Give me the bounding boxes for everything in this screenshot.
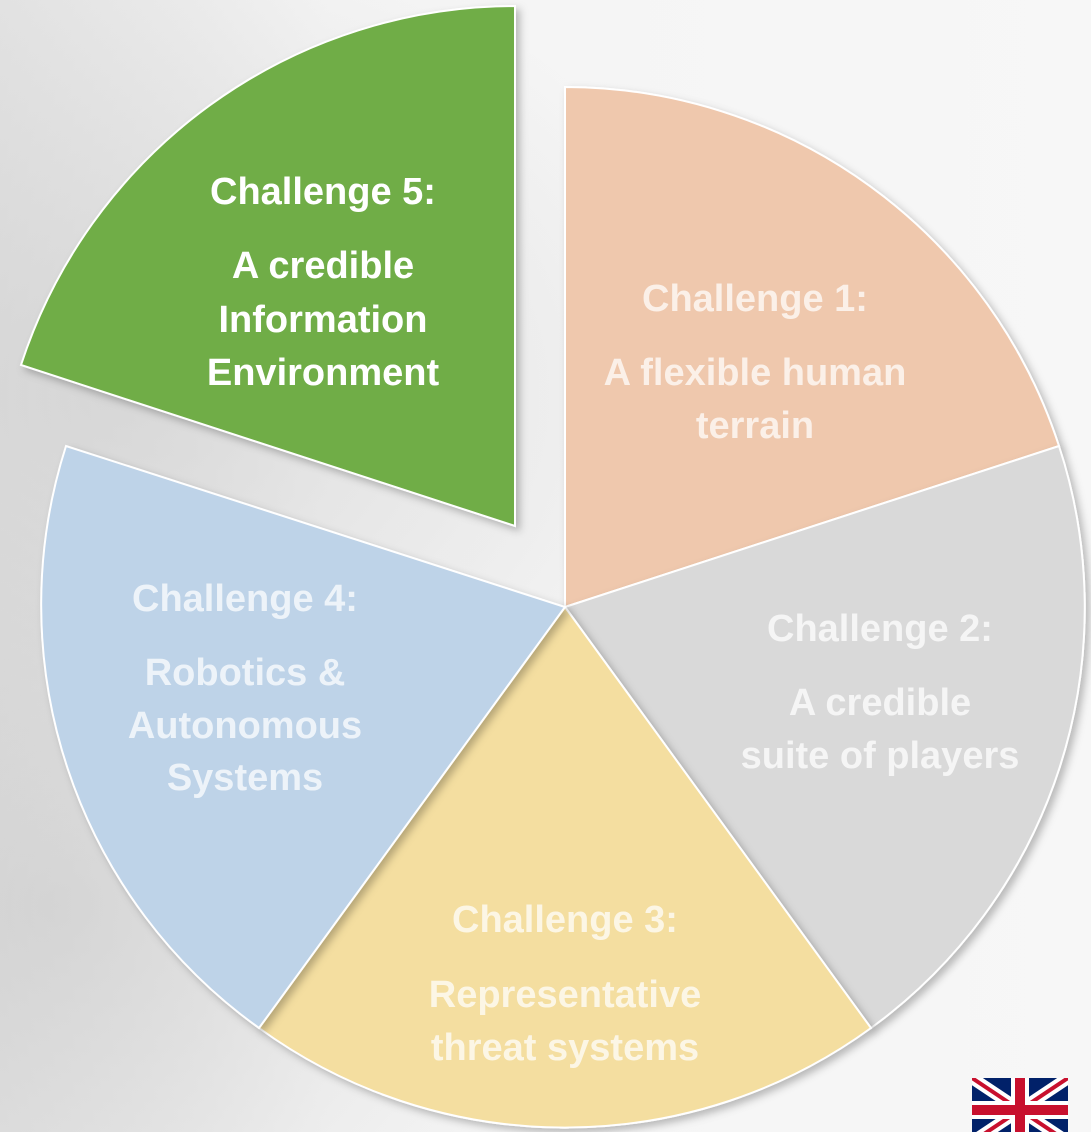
challenge-2-line-2: suite of players [741, 735, 1020, 777]
challenge-5-line-3: Environment [207, 352, 440, 394]
challenge-5-title: Challenge 5: [210, 171, 436, 213]
segment-challenge-5 [19, 4, 516, 528]
challenge-4-line-2: Autonomous [128, 705, 362, 747]
challenge-2-title: Challenge 2: [767, 608, 993, 650]
challenge-2-line-1: A credible [789, 682, 971, 724]
challenge-1-title: Challenge 1: [642, 278, 868, 320]
challenge-4-line-3: Systems [167, 757, 323, 799]
union-jack-flag-icon [972, 1078, 1068, 1132]
challenge-3-line-2: threat systems [431, 1027, 699, 1069]
challenge-5-line-1: A credible [232, 245, 414, 287]
segment-challenge-3 [257, 605, 873, 1129]
challenge-5-line-2: Information [219, 299, 428, 341]
segment-challenge-1 [564, 85, 1061, 609]
challenge-3-title: Challenge 3: [452, 899, 678, 941]
segment-challenge-2 [563, 444, 1086, 1030]
challenge-3-line-1: Representative [429, 974, 701, 1016]
challenge-1-line-1: A flexible human [604, 352, 907, 394]
challenge-1-line-2: terrain [696, 405, 814, 447]
challenge-4-line-1: Robotics & [145, 652, 346, 694]
segment-challenge-4 [40, 444, 567, 1030]
challenge-4-title: Challenge 4: [132, 578, 358, 620]
